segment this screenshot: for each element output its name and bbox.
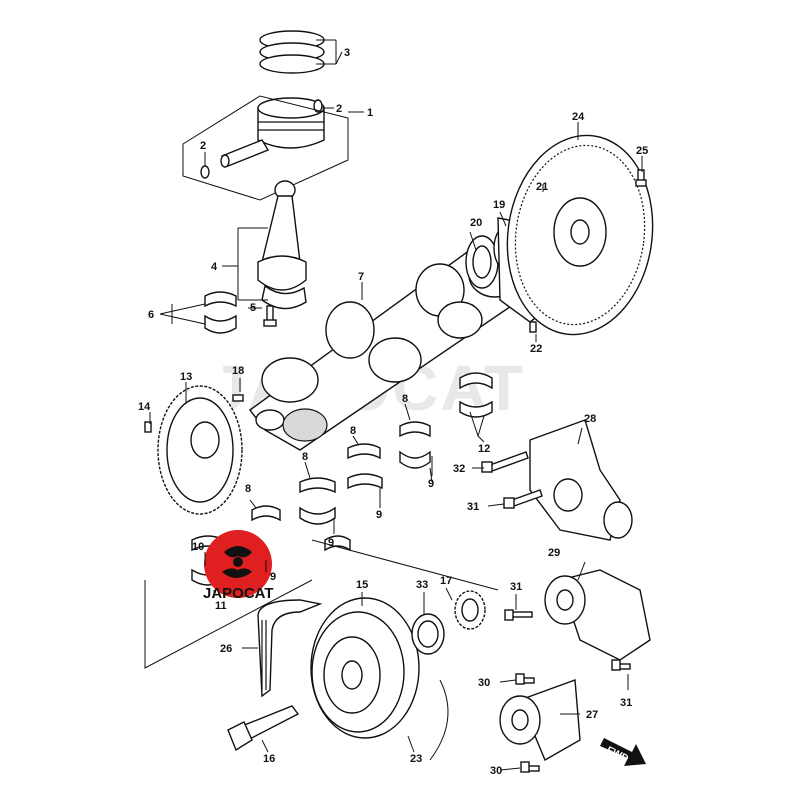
callout-numbers: 3 2 1 2 4 5 6 7 13 14 18 8 8 8 8 9 9 9 9…	[138, 47, 648, 777]
callout-9: 9	[428, 478, 434, 490]
callout-27: 27	[586, 709, 598, 721]
bolt	[520, 761, 540, 773]
callout-9: 9	[270, 571, 276, 583]
snap-ring	[200, 165, 210, 179]
callout-32: 32	[453, 463, 465, 475]
snap-ring	[313, 99, 323, 113]
callout-26: 26	[220, 643, 232, 655]
logo-text: JAPOCAT	[203, 585, 274, 602]
piston-pin	[220, 139, 270, 168]
rotor-screw	[144, 421, 152, 433]
fwd-label: FWD	[605, 745, 630, 765]
callout-12: 12	[478, 443, 490, 455]
callout-30: 30	[490, 765, 502, 777]
callout-13: 13	[180, 371, 192, 383]
connecting-rod	[257, 180, 307, 310]
callout-6: 6	[148, 309, 154, 321]
callout-3: 3	[344, 47, 350, 59]
flywheel	[506, 134, 654, 336]
crank-seal	[411, 613, 445, 655]
callout-20: 20	[470, 217, 482, 229]
callout-14: 14	[138, 401, 151, 413]
callout-15: 15	[356, 579, 368, 591]
pulley-bolt	[227, 705, 300, 752]
dowel-pin	[529, 321, 537, 333]
crankshaft	[249, 249, 522, 451]
callout-4: 4	[211, 261, 218, 273]
signal-rotor	[157, 385, 243, 515]
callout-9: 9	[376, 509, 382, 521]
callout-5: 5	[250, 302, 256, 314]
callout-31: 31	[620, 697, 632, 709]
callout-11: 11	[215, 600, 227, 612]
rod-bolt	[263, 305, 277, 327]
callout-8: 8	[402, 393, 408, 405]
callout-22: 22	[530, 343, 542, 355]
bolt	[481, 451, 529, 473]
flywheel-bolt	[635, 169, 647, 187]
bolt	[503, 489, 543, 509]
group-frame	[182, 95, 349, 201]
callout-33: 33	[416, 579, 428, 591]
callout-31: 31	[510, 581, 522, 593]
callout-28: 28	[584, 413, 596, 425]
callout-24: 24	[572, 111, 585, 123]
piston-rings	[259, 30, 325, 74]
callout-2: 2	[200, 140, 206, 152]
idler-assembly	[544, 569, 651, 661]
bolt	[611, 659, 631, 671]
rod-bearings	[204, 291, 237, 334]
callout-7: 7	[358, 271, 364, 283]
callout-10: 10	[192, 541, 204, 553]
woodruff-key	[232, 394, 244, 402]
thrust-washer	[465, 235, 499, 289]
callout-25: 25	[636, 145, 648, 157]
bolt	[515, 673, 535, 685]
bolt	[504, 609, 533, 621]
callout-8: 8	[350, 425, 356, 437]
callout-23: 23	[410, 753, 422, 765]
thrust-bearings	[459, 372, 493, 418]
callout-8: 8	[302, 451, 308, 463]
crank-pulley	[310, 597, 420, 739]
callout-9: 9	[328, 537, 334, 549]
callout-19: 19	[493, 199, 505, 211]
callout-16: 16	[263, 753, 275, 765]
callout-2: 2	[336, 103, 342, 115]
callout-1: 1	[367, 107, 373, 119]
arc-line	[429, 679, 449, 761]
group-frame	[311, 539, 499, 591]
tensioner-bracket	[529, 419, 633, 541]
callout-30: 30	[478, 677, 490, 689]
callout-8: 8	[245, 483, 251, 495]
timing-belt-sprocket	[454, 590, 486, 630]
fwd-arrow: FWD	[600, 738, 646, 766]
callout-29: 29	[548, 547, 560, 559]
main-bearings	[251, 421, 431, 552]
callout-21: 21	[536, 181, 548, 193]
callout-18: 18	[232, 365, 244, 377]
leader-lines	[149, 39, 643, 771]
drive-belt	[257, 599, 323, 698]
japocat-logo	[204, 530, 272, 598]
callout-31: 31	[467, 501, 479, 513]
idler-pulley	[499, 679, 581, 762]
callout-17: 17	[440, 575, 452, 587]
group-frame	[144, 579, 313, 669]
